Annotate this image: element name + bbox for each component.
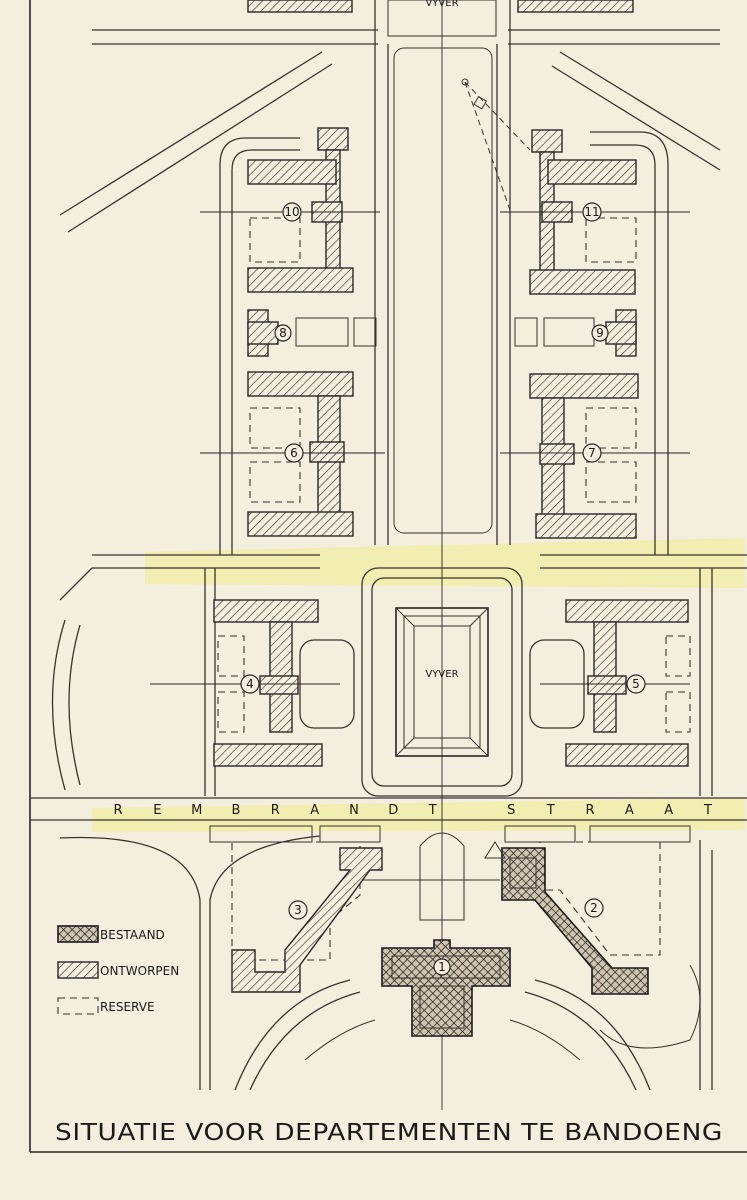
street-letter: T: [546, 803, 555, 818]
street-letter: D: [388, 803, 398, 818]
building-number-11: 11: [584, 205, 599, 219]
building-number-7: 7: [588, 446, 596, 460]
building-number-1: 1: [438, 960, 446, 974]
building-3: 3: [231, 841, 383, 993]
street-letter: A: [310, 803, 319, 818]
building-number-8: 8: [279, 326, 287, 340]
building-5: 5: [540, 599, 691, 767]
street-letter: M: [191, 803, 202, 818]
building-8: 8: [247, 309, 292, 357]
street-letter: R: [585, 803, 594, 818]
building-7: 7: [500, 373, 690, 539]
legend-label-reserve: RESERVE: [100, 1000, 155, 1014]
legend-item-bestaand: BESTAAND: [57, 925, 165, 943]
building-1: 1: [381, 939, 511, 1037]
street-letter: B: [232, 803, 241, 818]
building-number-2: 2: [590, 901, 598, 915]
building-2: 2: [484, 841, 661, 995]
legend-item-reserve: RESERVE: [57, 997, 155, 1015]
street-letter: R: [113, 803, 122, 818]
street-letter: E: [153, 803, 161, 818]
legend-swatch-bestaand: [57, 925, 99, 943]
street-letter: T: [703, 803, 712, 818]
upper-roads: [59, 0, 721, 555]
street-letter: N: [349, 803, 359, 818]
legend-label-ontworpen: ONTWORPEN: [100, 964, 179, 978]
building-number-10: 10: [284, 205, 299, 219]
building-number-6: 6: [290, 446, 298, 460]
legend-item-ontworpen: ONTWORPEN: [57, 961, 179, 979]
street-letter: R: [271, 803, 280, 818]
yellow-highlight-marks: [92, 538, 745, 832]
building-10: 10: [200, 127, 380, 293]
street-letter: A: [625, 803, 634, 818]
building-number-5: 5: [632, 677, 640, 691]
lower-roads: [59, 825, 713, 1091]
legend-swatch-ontworpen: [57, 961, 99, 979]
legend-label-bestaand: BESTAAND: [100, 928, 165, 942]
building-number-3: 3: [294, 903, 302, 917]
building-6: 6: [200, 371, 385, 537]
mid-street-blocks: [295, 317, 595, 347]
street-letter: S: [507, 803, 515, 818]
building-number-4: 4: [246, 677, 254, 691]
street-letter: T: [428, 803, 437, 818]
survey-markers: [461, 78, 531, 211]
pond-label-center: VYVER: [425, 669, 458, 680]
mid-cross-roads: [51, 554, 747, 791]
legend: BESTAAND ONTWORPEN RESERVE: [57, 925, 179, 1015]
drawing-title: SITUATIE VOOR DEPARTEMENTEN TE BANDOENG: [55, 1120, 723, 1146]
street-letter: A: [664, 803, 673, 818]
building-9: 9: [591, 309, 637, 357]
building-11: 11: [500, 129, 690, 295]
building-4: 4: [150, 599, 340, 767]
drawing-border: [29, 0, 747, 1153]
legend-swatch-reserve: [57, 997, 99, 1015]
building-number-9: 9: [596, 326, 604, 340]
